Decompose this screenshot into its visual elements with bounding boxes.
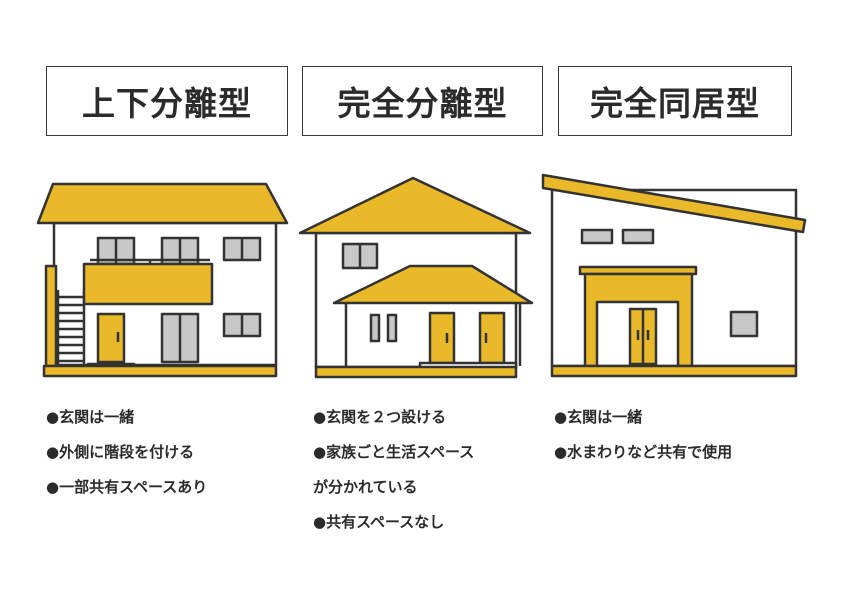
- feature-list-fully-cohabiting: ●玄関は一緒 ●水まわりなど共有で使用: [554, 408, 732, 478]
- title-upper-lower-separated: 上下分離型: [46, 66, 288, 136]
- exterior-stairs: [56, 290, 86, 366]
- feature-list-fully-separated: ●玄関を２つ設ける ●家族ごと生活スペース が分かれている ●共有スペースなし: [313, 408, 474, 548]
- house-fully-separated: [298, 176, 534, 379]
- house-fully-cohabiting: [541, 173, 807, 378]
- feature-item: ●共有スペースなし: [313, 513, 445, 531]
- feature-item: ●外側に階段を付ける: [46, 443, 195, 461]
- feature-item: ●水まわりなど共有で使用: [554, 443, 733, 461]
- feature-list-upper-lower-separated: ●玄関は一緒 ●外側に階段を付ける ●一部共有スペースあり: [46, 408, 207, 513]
- title-fully-cohabiting: 完全同居型: [558, 66, 792, 136]
- feature-item: ●玄関を２つ設ける: [313, 408, 447, 426]
- house-upper-lower-separated: [36, 182, 289, 378]
- feature-item: ●一部共有スペースあり: [46, 478, 208, 496]
- feature-item: ●玄関は一緒: [554, 408, 643, 426]
- feature-item: ●玄関は一緒: [46, 408, 135, 426]
- feature-item: が分かれている: [313, 478, 418, 496]
- title-fully-separated: 完全分離型: [302, 66, 543, 136]
- feature-item: ●家族ごと生活スペース: [313, 443, 475, 461]
